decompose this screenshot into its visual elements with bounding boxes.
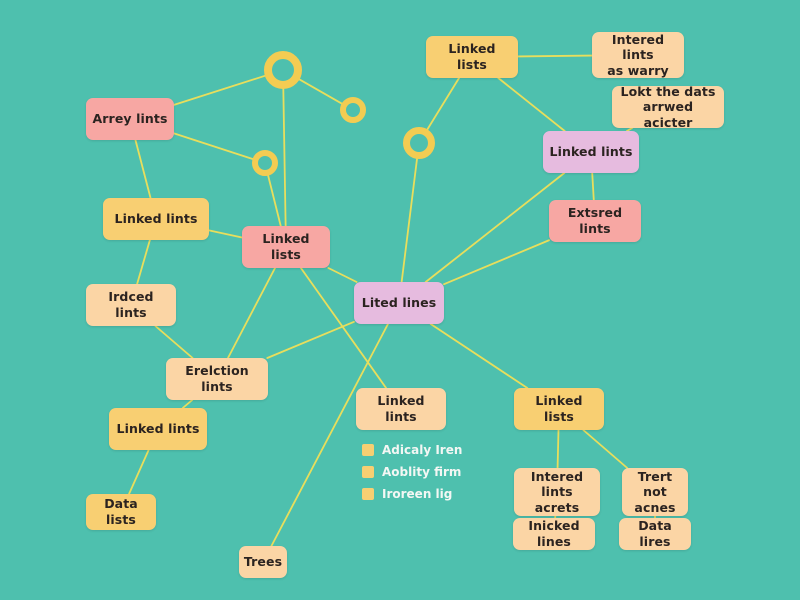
- graph-ring-node-ring-d[interactable]: [403, 127, 435, 159]
- graph-ring-node-ring-b[interactable]: [340, 97, 366, 123]
- graph-node-label: Extsred lints: [567, 205, 623, 236]
- graph-node-data-lires[interactable]: Data lires: [619, 518, 691, 550]
- graph-edge-linked-lints-bl-to-data-lists: [128, 449, 150, 495]
- legend-swatch-icon: [362, 466, 374, 478]
- graph-node-array-lints[interactable]: Arrey lints: [86, 98, 174, 140]
- legend-item[interactable]: Iroreen lig: [362, 487, 492, 501]
- graph-node-label: Lokt the dats arrwed acicter: [620, 83, 716, 130]
- graph-edge-linked-lists-br-to-intered-lints-acrets: [556, 429, 560, 469]
- legend-swatch-icon: [362, 444, 374, 456]
- graph-node-label: Intered lints as warry: [607, 31, 669, 78]
- graph-edge-linked-lists-top-to-linked-lints-purple: [497, 77, 566, 132]
- graph-edge-lited-lines-to-linked-lists-br: [429, 323, 529, 389]
- graph-edge-array-lints-to-ring-c: [173, 132, 254, 160]
- graph-node-intered-lints[interactable]: Intered lints as warry: [592, 32, 684, 78]
- graph-edge-linked-lists-mid-to-linked-lints-bm: [300, 267, 387, 389]
- graph-edge-linked-lists-top-to-ring-d: [426, 77, 460, 131]
- graph-edge-ring-a-to-linked-lists-mid: [282, 88, 287, 227]
- graph-node-data-lists[interactable]: Data lists: [86, 494, 156, 530]
- graph-edge-array-lints-to-linked-lints-left: [134, 139, 152, 199]
- graph-node-label: Linked lists: [535, 393, 583, 424]
- graph-node-linked-lists-br[interactable]: Linked lists: [514, 388, 604, 430]
- graph-node-label: Linked lists: [262, 231, 310, 262]
- graph-node-label: Data lists: [104, 496, 138, 527]
- graph-node-intered-lints-acrets[interactable]: Intered lints acrets: [514, 468, 600, 516]
- graph-node-label: Arrey lints: [92, 111, 168, 127]
- graph-node-label: Intered lints acrets: [530, 468, 584, 515]
- graph-edge-linked-lists-top-to-intered-lints: [517, 54, 593, 58]
- graph-edge-linked-lints-left-to-linked-lists-mid: [208, 229, 243, 239]
- graph-node-linked-lists-top[interactable]: Linked lists: [426, 36, 518, 78]
- graph-node-label: Data lires: [638, 518, 672, 549]
- graph-node-label: Erelction lints: [185, 363, 249, 394]
- legend-item[interactable]: Adicaly Iren: [362, 443, 492, 457]
- graph-edge-linked-lints-left-to-irdced-lints: [136, 239, 151, 285]
- graph-node-label: Linked lints: [114, 211, 198, 227]
- graph-node-lited-lines[interactable]: Lited lines: [354, 282, 444, 324]
- graph-node-label: Linked lints: [549, 144, 633, 160]
- graph-node-inicked-lines[interactable]: Inicked lines: [513, 518, 595, 550]
- graph-node-irdced-lints[interactable]: Irdced lints: [86, 284, 176, 326]
- graph-node-label: Irdced lints: [108, 289, 154, 320]
- graph-edge-lited-lines-to-linked-lints-purple: [424, 172, 566, 283]
- graph-node-linked-lints-purple[interactable]: Linked lints: [543, 131, 639, 173]
- graph-node-linked-lints-bm[interactable]: Linked lints: [356, 388, 446, 430]
- graph-edge-ring-c-to-linked-lists-mid: [267, 174, 282, 227]
- graph-edge-lited-lines-to-trees: [270, 323, 389, 547]
- graph-node-trert-not-acnes[interactable]: Trert not acnes: [622, 468, 688, 516]
- legend-item-label: Aoblity firm: [382, 465, 462, 479]
- legend-swatch-icon: [362, 488, 374, 500]
- graph-node-label: Trert not acnes: [634, 468, 676, 515]
- graph-node-trees[interactable]: Trees: [239, 546, 287, 578]
- graph-node-label: Linked lints: [377, 393, 425, 424]
- graph-node-erelction-lints[interactable]: Erelction lints: [166, 358, 268, 400]
- graph-node-label: Lited lines: [361, 295, 437, 311]
- graph-node-linked-lints-left[interactable]: Linked lints: [103, 198, 209, 240]
- graph-edge-lited-lines-to-erelction-lints: [266, 320, 355, 359]
- graph-edge-lited-lines-to-extsred-lints: [443, 239, 550, 286]
- graph-edge-linked-lints-purple-to-extsred-lints: [591, 172, 595, 201]
- graph-edge-linked-lists-mid-to-lited-lines: [327, 267, 358, 283]
- graph-node-lokt-the-dats[interactable]: Lokt the dats arrwed acicter: [612, 83, 724, 130]
- graph-node-extsred-lints[interactable]: Extsred lints: [549, 200, 641, 242]
- graph-node-label: Linked lists: [448, 41, 496, 72]
- graph-edge-irdced-lints-to-erelction-lints: [154, 325, 194, 359]
- graph-ring-node-ring-c[interactable]: [252, 150, 278, 176]
- graph-edge-erelction-lints-to-linked-lints-bl: [181, 399, 194, 409]
- graph-node-label: Linked lints: [116, 421, 200, 437]
- graph-node-linked-lists-mid[interactable]: Linked lists: [242, 226, 330, 268]
- graph-edge-array-lints-to-ring-a: [173, 74, 266, 106]
- graph-edge-ring-a-to-ring-b: [298, 78, 343, 105]
- graph-node-label: Trees: [243, 554, 283, 570]
- graph-edge-linked-lists-mid-to-erelction-lints: [227, 267, 276, 359]
- legend-item-label: Iroreen lig: [382, 487, 453, 501]
- graph-node-linked-lints-bl[interactable]: Linked lints: [109, 408, 207, 450]
- graph-edge-linked-lints-purple-to-lokt-the-dats: [626, 127, 633, 132]
- legend-item-label: Adicaly Iren: [382, 443, 463, 457]
- graph-edge-ring-d-to-lited-lines: [400, 157, 418, 283]
- graph-edge-linked-lists-br-to-trert-not-acnes: [582, 429, 629, 469]
- graph-node-label: Inicked lines: [528, 518, 580, 549]
- graph-ring-node-ring-a[interactable]: [264, 51, 302, 89]
- legend-item[interactable]: Aoblity firm: [362, 465, 492, 479]
